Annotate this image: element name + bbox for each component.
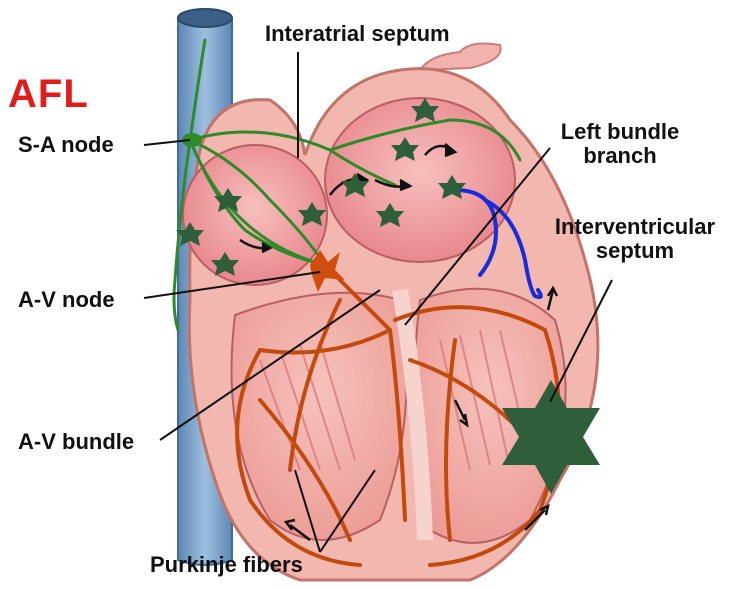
label-interventricular-septum-line2: septum	[535, 239, 735, 263]
vena-cava-opening	[178, 9, 232, 27]
label-purkinje-fibers: Purkinje fibers	[150, 553, 303, 577]
label-av-node: A-V node	[18, 288, 115, 312]
label-sa-node: S-A node	[18, 133, 114, 157]
label-left-bundle-branch-line2: branch	[545, 144, 695, 168]
great-vessels	[420, 44, 501, 70]
label-left-bundle-branch-line1: Left bundle	[545, 120, 695, 144]
afl-annotation: AFL	[8, 72, 89, 117]
label-interventricular-septum: Interventricular septum	[535, 215, 735, 263]
label-interatrial-septum: Interatrial septum	[265, 22, 450, 46]
label-interventricular-septum-line1: Interventricular	[535, 215, 735, 239]
label-av-bundle: A-V bundle	[18, 430, 134, 454]
label-left-bundle-branch: Left bundle branch	[545, 120, 695, 168]
